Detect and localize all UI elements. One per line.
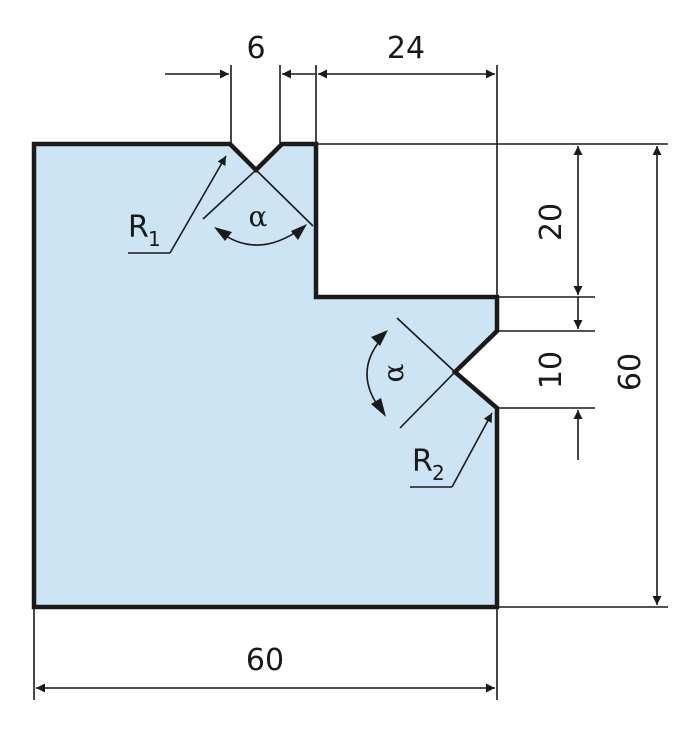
angle-top: α — [202, 169, 314, 246]
r1-label: R — [128, 210, 149, 245]
dim-notch-width-label: 6 — [246, 31, 265, 66]
radius-r2-callout: R 2 — [410, 412, 493, 488]
angle-side-label: α — [377, 363, 410, 382]
r1-subscript: 1 — [148, 227, 161, 251]
radius-r1-callout: R 1 — [128, 155, 227, 254]
dim-side-notch-height-label: 10 — [534, 351, 569, 389]
r2-label: R — [412, 444, 433, 479]
dim-step-width: 24 — [318, 31, 495, 79]
dim-overall-width: 60 — [36, 643, 495, 693]
dim-overall-height: 60 — [613, 146, 662, 605]
r2-subscript: 2 — [432, 461, 445, 485]
extension-lines — [33, 65, 668, 700]
dim-overall-height-label: 60 — [613, 353, 648, 391]
dim-step-height: 20 — [534, 146, 583, 295]
dim-step-height-label: 20 — [534, 203, 569, 241]
dim-side-notch-height: 10 — [534, 297, 583, 460]
dim-notch-width: 6 — [165, 31, 316, 79]
angle-top-label: α — [249, 200, 268, 233]
dim-step-width-label: 24 — [387, 31, 425, 66]
angle-side: α — [366, 317, 456, 429]
dim-overall-width-label: 60 — [246, 643, 284, 678]
